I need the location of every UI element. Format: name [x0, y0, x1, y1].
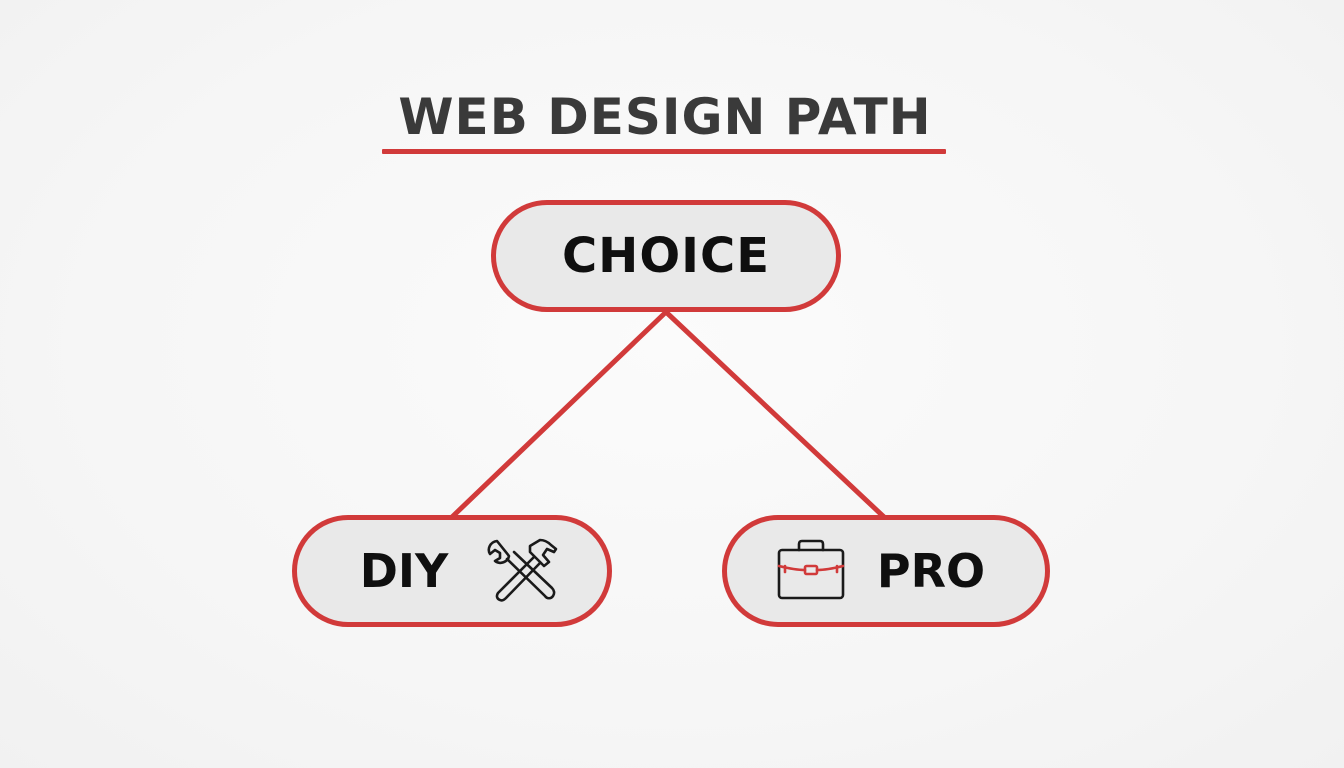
- title-underline: [382, 149, 946, 154]
- node-diy-label: DIY: [359, 544, 449, 598]
- connector-choice-to-diy: [449, 309, 669, 520]
- tools-icon: [482, 536, 562, 606]
- connector-choice-to-pro: [663, 309, 887, 520]
- node-pro: PRO: [722, 515, 1050, 627]
- diagram-title: WEB DESIGN PATH: [398, 88, 932, 146]
- node-pro-label: PRO: [876, 544, 986, 598]
- node-choice: CHOICE: [491, 200, 841, 312]
- node-diy: DIY: [292, 515, 612, 627]
- briefcase-icon: [773, 538, 849, 604]
- node-choice-label: CHOICE: [561, 228, 771, 284]
